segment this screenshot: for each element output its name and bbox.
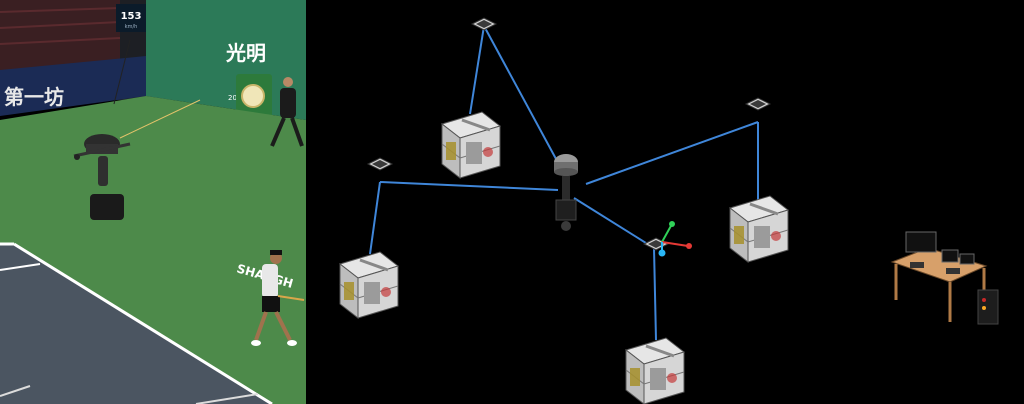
anchor-pulley-icon [471,17,497,31]
court-photo: 153 km/h 光明 2023 第一坊 SHANGH [0,0,306,404]
hard-court [0,244,272,404]
simulation-view [338,17,999,404]
cables [369,25,759,341]
hoarding-text: 第一坊 [4,85,64,109]
winch-unit-icon [338,250,400,320]
banner-text: 光明 [225,41,266,65]
speed-unit: km/h [125,24,138,30]
control-desk-icon [890,231,999,325]
anchor-pulley-icon [643,237,669,251]
tennis-player [251,250,305,346]
winch-unit-icon [728,194,790,264]
clock-icon [241,84,265,108]
speed-number: 153 [121,11,142,22]
xyz-axis-gizmo-icon [658,221,692,257]
ball-person [270,77,304,147]
hoarding [0,56,146,116]
anchor-pulley-icon [745,97,771,111]
spidercam-icon [554,154,578,231]
anchor-pulley-icon [367,157,393,171]
winch-unit-icon [440,110,502,180]
winch-unit-icon [624,336,686,404]
speed-board [116,4,146,32]
spidercam-icon [73,134,131,220]
